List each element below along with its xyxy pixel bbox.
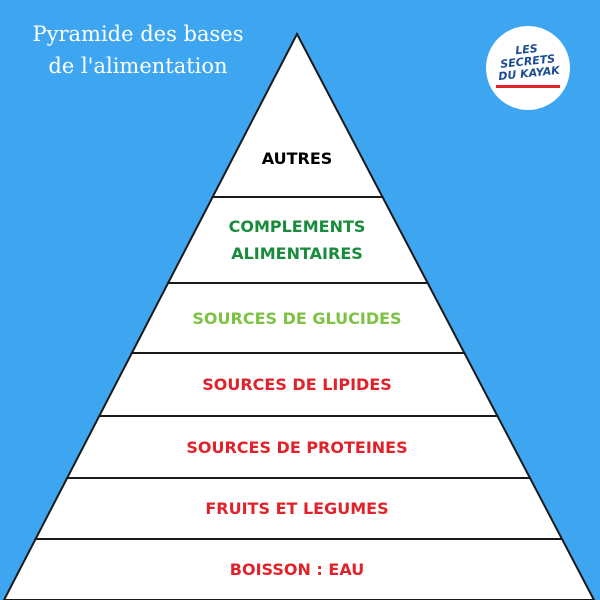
logo-underline xyxy=(496,85,560,88)
pyramid-tier xyxy=(2,538,596,600)
tier-label: AUTRES xyxy=(261,149,333,168)
tier-label: FRUITS ET LEGUMES xyxy=(205,499,389,518)
tier-label: BOISSON : EAU xyxy=(229,560,365,579)
tier-label: COMPLEMENTS ALIMENTAIRES xyxy=(228,217,366,263)
tier-label: SOURCES DE LIPIDES xyxy=(202,375,392,394)
brand-logo: LES SECRETS DU KAYAK xyxy=(486,26,570,110)
tier-label: SOURCES DE PROTEINES xyxy=(186,437,408,457)
page-title: Pyramide des bases de l'alimentation xyxy=(32,22,244,78)
tier-label: SOURCES DE GLUCIDES xyxy=(192,308,402,328)
pyramid-tiers xyxy=(2,31,596,600)
